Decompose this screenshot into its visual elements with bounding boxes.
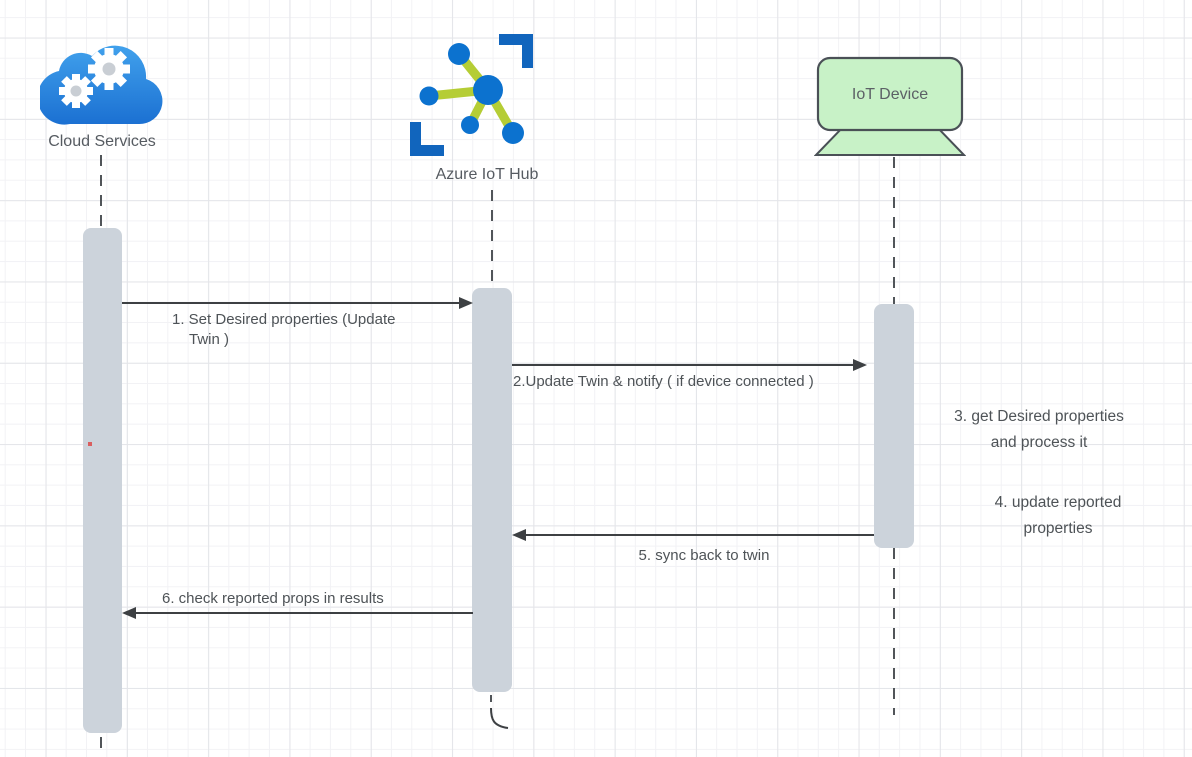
lifeline-device-bottom[interactable] [893,548,895,715]
activation-bar-hub[interactable] [472,288,512,692]
device-screen [816,56,964,132]
note-3[interactable]: 3. get Desired properties and process it [920,404,1158,456]
message-label-5[interactable]: 5. sync back to twin [638,547,770,564]
actor-label-cloud-services[interactable]: Cloud Services [48,133,156,150]
actor-label-azure-iot-hub[interactable]: Azure IoT Hub [435,166,539,183]
note-4[interactable]: 4. update reported properties [958,490,1158,542]
note-4-line-2: properties [1023,520,1093,537]
lifeline-hub-bottom-curve[interactable] [487,695,513,733]
note-3-line-2: and process it [990,434,1088,451]
message-label-1[interactable]: 1. Set Desired properties (Update Twin ) [172,310,395,350]
activation-bar-device[interactable] [874,304,914,548]
message-label-2[interactable]: 2.Update Twin & notify ( if device conne… [513,373,814,390]
activation-bar-cloud[interactable] [83,228,122,733]
note-4-line-1: 4. update reported [994,494,1122,511]
arrowhead-right-icon [459,297,473,309]
arrowhead-left-icon [512,529,526,541]
hub-corner-brackets [410,34,533,156]
arrow-line[interactable] [122,302,459,304]
azure-iot-hub-icon[interactable] [405,25,550,170]
cloud-services-icon[interactable] [40,30,168,128]
gear-icon-large [88,48,130,90]
lifeline-hub-top[interactable] [491,190,493,288]
arrow-line[interactable] [525,534,874,536]
lifeline-cloud-bottom[interactable] [100,737,102,757]
hub-nodes [419,43,524,144]
gear-icon-small [59,74,93,108]
cloud-shape [40,45,163,125]
message-label-6[interactable]: 6. check reported props in results [162,590,384,607]
iot-device-shape[interactable] [814,56,966,158]
lifeline-device-top[interactable] [893,157,895,304]
arrow-line[interactable] [512,364,853,366]
message-1-line-2: Twin ) [189,331,230,348]
lifeline-cloud-top[interactable] [100,155,102,228]
note-3-line-1: 3. get Desired properties [954,408,1124,425]
arrowhead-left-icon [122,607,136,619]
red-marker-dot [88,442,92,446]
arrowhead-right-icon [853,359,867,371]
arrow-line[interactable] [135,612,473,614]
message-1-line-1: 1. Set Desired properties (Update [172,311,396,328]
actor-label-iot-device[interactable]: IoT Device [851,86,929,103]
